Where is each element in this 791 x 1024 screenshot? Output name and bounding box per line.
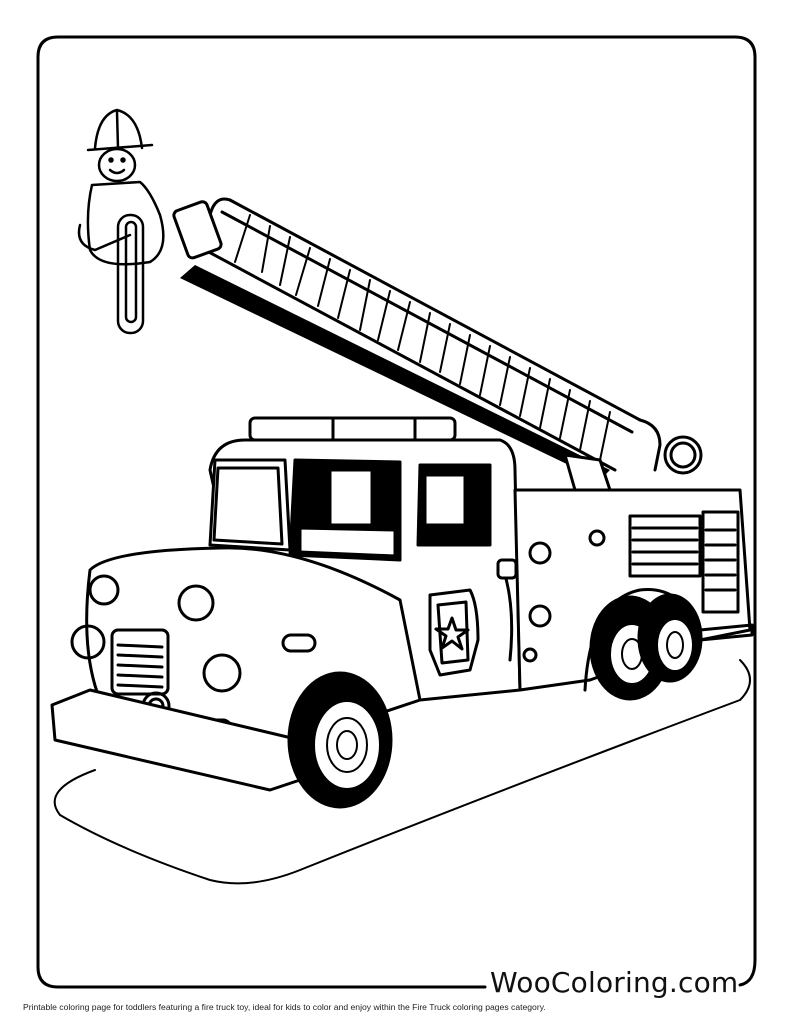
fire-truck: [50, 416, 752, 792]
firefighter: [77, 108, 165, 335]
ladder-shadow: [180, 265, 610, 480]
brand-watermark: WooColoring.com: [490, 963, 738, 1003]
ground-shadow: [53, 659, 751, 885]
rear-fender: [583, 588, 754, 692]
rear-wheel-back: [637, 593, 703, 683]
page-caption: Printable coloring page for toddlers fea…: [23, 1002, 546, 1012]
page-frame: [36, 35, 757, 989]
front-wheel: [287, 671, 393, 809]
aerial-ladder: [172, 197, 703, 475]
